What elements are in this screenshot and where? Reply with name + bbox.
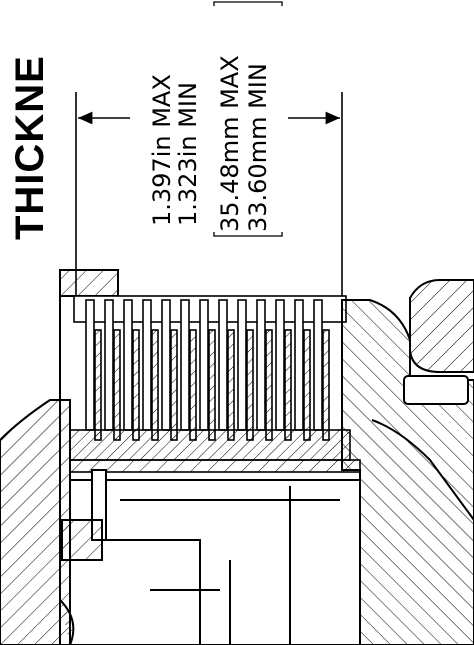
clutch-plate <box>313 299 323 431</box>
clutch-plate <box>123 299 133 431</box>
friction-plate <box>284 329 292 441</box>
clutch-plate <box>256 299 266 431</box>
dim-mm-max: 35.48mm MAX <box>216 55 244 232</box>
dim-mm-min: 33.60mm MIN <box>244 63 272 232</box>
friction-plate <box>94 329 102 441</box>
page-title: THICKNE <box>8 55 48 240</box>
dimension-lines <box>75 92 343 310</box>
housing-bottom <box>0 399 361 645</box>
friction-plate <box>246 329 254 441</box>
friction-plate <box>265 329 273 441</box>
clutch-plate <box>85 299 95 431</box>
clutch-plate <box>104 299 114 431</box>
friction-plate <box>132 329 140 441</box>
friction-plate <box>170 329 178 441</box>
clutch-plate <box>237 299 247 431</box>
friction-plate <box>151 329 159 441</box>
clutch-plate <box>142 299 152 431</box>
clutch-plate <box>218 299 228 431</box>
clutch-plate <box>294 299 304 431</box>
friction-plate <box>303 329 311 441</box>
plate-stack <box>69 295 361 473</box>
friction-plate <box>113 329 121 441</box>
dim-in-max: 1.397in MAX <box>148 74 176 226</box>
mm-bracket <box>213 1 283 237</box>
clutch-plate <box>161 299 171 431</box>
friction-plate <box>227 329 235 441</box>
friction-plate <box>322 329 330 441</box>
dim-in-min: 1.323in MIN <box>174 82 202 226</box>
hub-right <box>341 279 474 645</box>
friction-plate <box>189 329 197 441</box>
clutch-plate <box>275 299 285 431</box>
clutch-plate <box>199 299 209 431</box>
friction-plate <box>208 329 216 441</box>
clutch-plate <box>180 299 190 431</box>
